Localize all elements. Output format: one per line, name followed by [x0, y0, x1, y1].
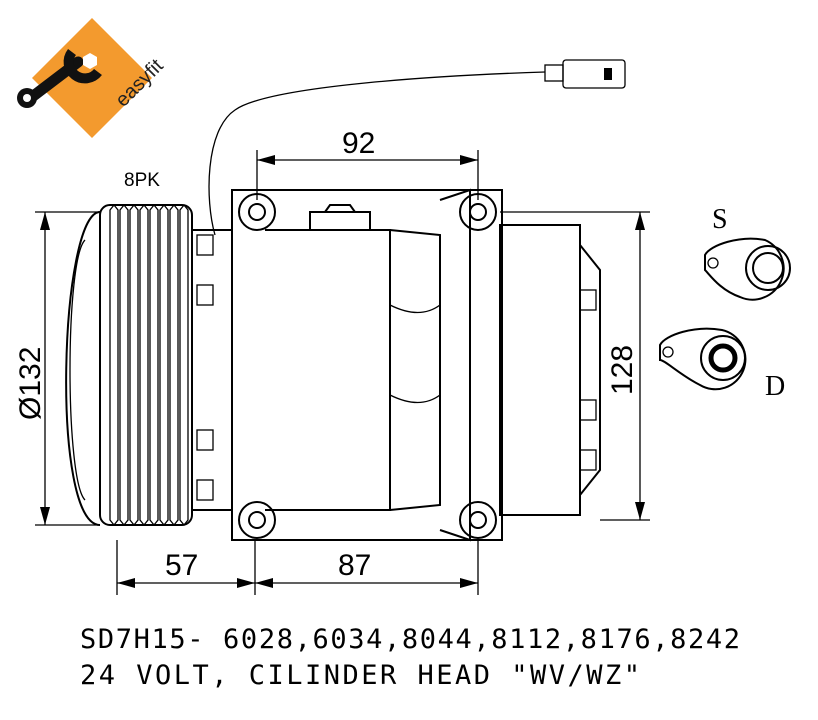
port-label-s: S [712, 204, 728, 235]
belt-groove [129, 203, 139, 527]
belt-groove [169, 203, 179, 527]
mounting-hole [469, 511, 487, 529]
mounting-hole [248, 203, 266, 221]
mounting-hole [469, 203, 487, 221]
suction-port [704, 237, 791, 301]
bolt [196, 234, 214, 256]
dim-87: 87 [338, 549, 371, 582]
mounting-ear [238, 501, 276, 539]
bolt [579, 399, 597, 421]
bolt [579, 449, 597, 471]
bolt [196, 479, 214, 501]
port-label-d: D [765, 371, 785, 402]
belt-groove [119, 203, 129, 527]
belt-groove [139, 203, 149, 527]
caption-model-line: SD7H15- 6028,6034,8044,8112,8176,8242 [80, 624, 740, 655]
caption-spec-line: 24 VOLT, CILINDER HEAD "WV/WZ" [80, 660, 640, 691]
belt-groove [179, 203, 189, 527]
dim-92: 92 [342, 127, 375, 160]
dim-diameter-132: Ø132 [14, 347, 47, 420]
belt-label: 8PK [124, 170, 160, 191]
pulley [65, 203, 193, 527]
belt-groove [159, 203, 169, 527]
mounting-ear [459, 501, 497, 539]
mounting-hole [248, 511, 266, 529]
compressor-body [191, 188, 601, 542]
bolt [196, 284, 214, 306]
dimension-lines [35, 150, 650, 595]
belt-groove [149, 203, 159, 527]
electrical-wire [208, 59, 626, 236]
discharge-port [659, 327, 747, 391]
dim-128: 128 [606, 345, 639, 395]
dim-57: 57 [165, 549, 198, 582]
bolt [196, 429, 214, 451]
easyfit-logo: easyfit [17, 18, 168, 138]
belt-groove [109, 203, 119, 527]
bolt [579, 289, 597, 311]
